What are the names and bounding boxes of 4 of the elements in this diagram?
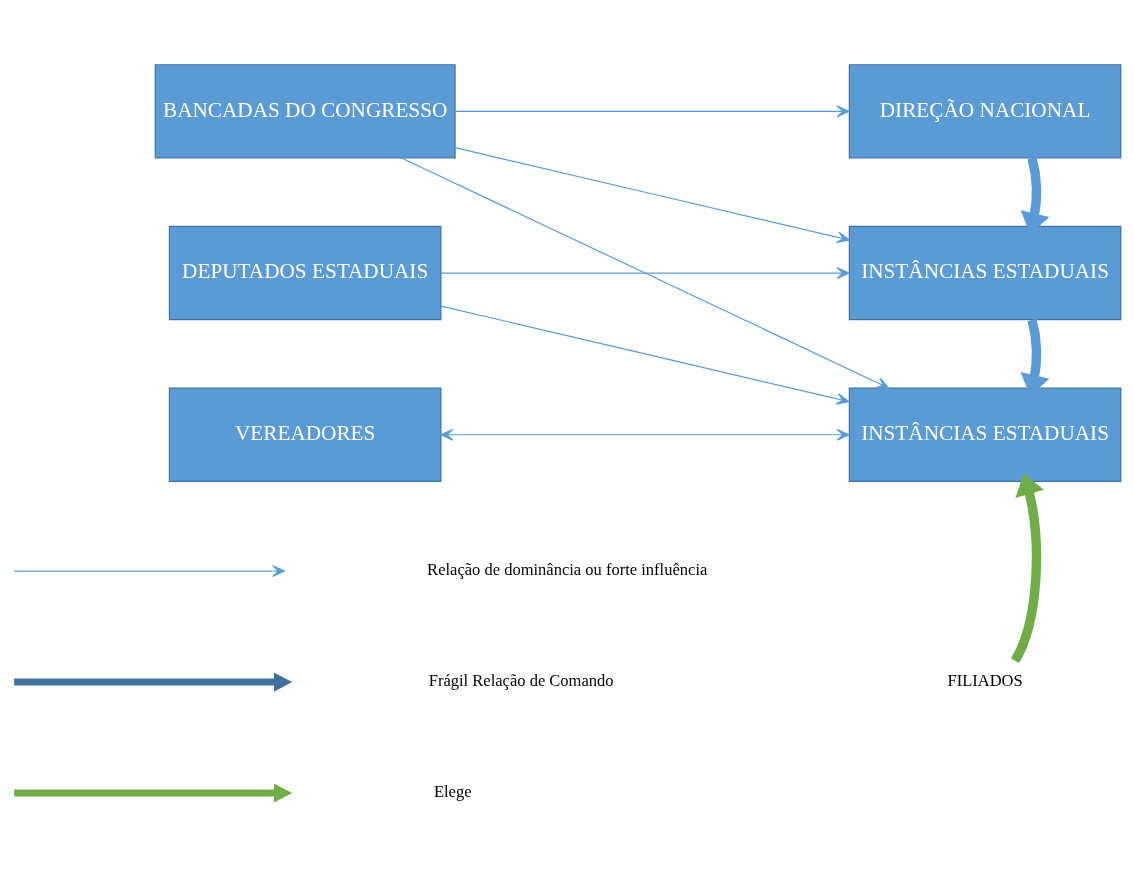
legend-label: Elege <box>433 781 472 801</box>
legend-label: Relação de dominância ou forte influência <box>427 559 708 579</box>
node-text: FILIADOS <box>947 670 1023 690</box>
legend-label: Frágil Relação de Comando <box>428 670 614 690</box>
